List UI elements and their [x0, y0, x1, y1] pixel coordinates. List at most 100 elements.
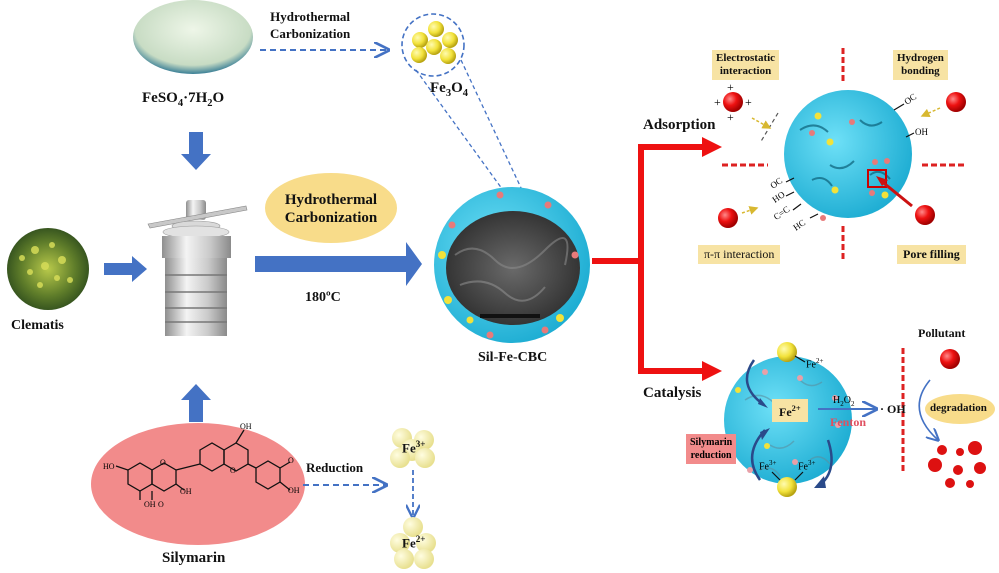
product-label: Sil-Fe-CBC: [478, 350, 548, 365]
electrostatic-line1: Electrostatic: [716, 52, 776, 64]
pollutant-label: Pollutant: [918, 326, 966, 340]
struct-o-methoxy: O: [288, 456, 294, 465]
catalysis-bottom-particle: [777, 477, 797, 497]
degradation-ellipse: [925, 394, 995, 424]
plus-sign: +: [745, 95, 752, 109]
plus-sign: +: [727, 110, 734, 124]
temperature-label: 180ºC: [305, 290, 341, 305]
struct-oh-3: OH: [180, 487, 192, 496]
clematis-image: [7, 228, 89, 310]
fe3-cluster: [390, 428, 435, 468]
h2o2-label: H2O2: [833, 395, 854, 408]
clematis-label: Clematis: [11, 318, 64, 333]
ion-base: Fe: [759, 461, 769, 473]
bottom-right-fe3-label: Fe3+: [798, 459, 815, 472]
top-hydrothermal-label: Hydrothermal Carbonization: [270, 8, 350, 42]
pore-filling-box: Pore filling: [897, 245, 966, 264]
pollutant-molecule: [940, 349, 960, 369]
electrostatic-divider: [759, 112, 779, 144]
arrow-clematis-to-reactor: [104, 256, 147, 282]
bottom-right-link: [794, 471, 804, 481]
silymarin-reduction-box: Silymarin reduction: [686, 434, 737, 464]
top-particle-link: [794, 355, 806, 363]
functional-group-lines: [785, 103, 915, 219]
fe3-label: Fe3+: [402, 439, 425, 456]
iron-salt-formula: FeSO4·7H2O: [142, 90, 224, 109]
formula-part: Fe: [430, 80, 446, 96]
iron-salt-powder: [133, 0, 253, 74]
ion-charge: 2+: [791, 404, 801, 413]
pore-filling-arrowhead: [876, 176, 888, 186]
silymarin-structure: [115, 429, 291, 500]
formula-sub: 4: [462, 88, 468, 99]
fenton-label: Fenton: [830, 415, 866, 429]
formula-sub: 3: [445, 88, 452, 99]
arrow-down-from-iron-salt: [181, 132, 211, 170]
sil-fe-cbc-sphere: [434, 187, 590, 343]
reduction-label: Reduction: [306, 460, 364, 475]
pi-pi-yellow-arrow: [741, 206, 759, 215]
pi-pi-molecule: [718, 208, 738, 228]
formula-part: FeSO: [142, 90, 178, 106]
electrostatic-ion: [723, 92, 743, 112]
fe2-label: Fe2+: [402, 534, 425, 551]
hydrogen-line1: Hydrogen: [897, 52, 944, 64]
arrow-up-from-silymarin: [181, 384, 211, 422]
center-fe2-box: Fe2+: [772, 399, 808, 422]
struct-o-ring: O: [160, 458, 166, 467]
ion-charge: 2+: [816, 357, 824, 365]
arrow-reactor-to-product: [255, 242, 422, 286]
zoom-guide-left: [415, 69, 506, 194]
center-hydrothermal-line1: Hydrothermal: [284, 192, 378, 208]
formula-sub: 2: [207, 98, 213, 109]
zoom-guide-right: [460, 59, 523, 191]
top-hydrothermal-line2: Carbonization: [270, 26, 351, 41]
hydrothermal-ellipse: [265, 173, 397, 243]
cycle-arrowhead-1: [758, 398, 768, 408]
top-hydrothermal-line1: Hydrothermal: [270, 9, 351, 24]
hydroxyl-radical-label: · OH: [880, 402, 906, 416]
degraded-fragments: [928, 441, 986, 488]
hydrogen-bond-molecule: [946, 92, 966, 112]
plus-sign: +: [727, 80, 734, 94]
electrostatic-yellow-arrow: [751, 117, 772, 129]
bottom-left-link: [771, 471, 781, 481]
top-fe2-label: Fe2+: [806, 357, 823, 370]
plus-sign: +: [714, 95, 721, 109]
silymarin-label: Silymarin: [162, 550, 226, 566]
formula-sub: 2: [840, 400, 844, 408]
struct-oh-5: OH: [144, 500, 156, 509]
formula-part: H: [833, 395, 841, 406]
center-hydrothermal-label: Hydrothermal Carbonization: [270, 191, 392, 227]
ion-base: Fe: [779, 405, 792, 419]
pore-filling-arrow: [879, 178, 913, 208]
catalysis-title: Catalysis: [643, 385, 702, 401]
pore-filling-molecule: [915, 205, 935, 225]
cycle-arrowhead-2: [760, 428, 770, 440]
group-oh: OH: [915, 127, 928, 137]
fe3o4-particles: [411, 21, 458, 64]
degradation-label: degradation: [930, 402, 987, 414]
ion-charge: 3+: [808, 459, 816, 467]
adsorption-title: Adsorption: [643, 117, 716, 133]
hydrogen-bonding-box: Hydrogen bonding: [893, 50, 948, 80]
cycle-arrowhead-3: [814, 476, 826, 488]
silymarin-reduction-line1: Silymarin: [690, 437, 733, 448]
red-branch-arrows: [592, 137, 722, 381]
ion-charge: 3+: [769, 459, 777, 467]
struct-o-ketone: O: [158, 500, 164, 509]
hydrogen-yellow-arrow: [920, 107, 941, 118]
degradation-arrow: [918, 379, 938, 440]
formula-part: O: [451, 80, 463, 96]
electrostatic-line2: interaction: [719, 65, 772, 77]
catalysis-top-particle: [777, 342, 797, 362]
hydrogen-line2: bonding: [901, 65, 940, 77]
fe3o4-label: Fe3O4: [430, 80, 468, 99]
ion-base: Fe: [402, 535, 416, 551]
formula-part: ·7H: [183, 90, 208, 106]
silymarin-reduction-line2: reduction: [690, 450, 732, 461]
bottom-left-fe3-label: Fe3+: [759, 459, 776, 472]
formula-sub: 4: [177, 98, 184, 109]
struct-oh-phenol: OH: [288, 486, 300, 495]
